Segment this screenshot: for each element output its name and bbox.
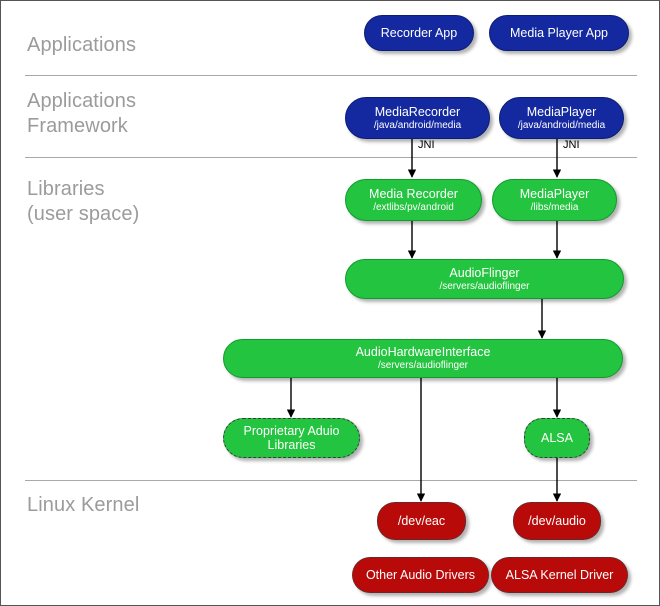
node-title: MediaPlayer: [526, 104, 597, 119]
node-title: Recorder App: [380, 25, 458, 40]
node-dev-eac[interactable]: /dev/eac: [377, 502, 466, 540]
divider-framework: [25, 157, 637, 158]
node-title: Proprietary Aduio Libraries: [243, 424, 340, 452]
node-title: AudioHardwareInterface: [355, 345, 491, 359]
node-title: /dev/eac: [397, 513, 446, 528]
divider-applications: [25, 75, 637, 76]
tier-label-linux-kernel: Linux Kernel: [27, 494, 140, 516]
node-title: ALSA Kernel Driver: [505, 567, 614, 582]
node-subtitle: /java/android/media: [373, 119, 462, 131]
edge-label-jni-left: JNI: [418, 139, 435, 151]
divider-libraries: [25, 480, 637, 481]
node-title: MediaPlayer: [519, 186, 590, 201]
node-alsa[interactable]: ALSA: [524, 418, 590, 458]
node-subtitle: /extlibs/pv/android: [373, 201, 454, 213]
node-audio-flinger[interactable]: AudioFlinger /servers/audioflinger: [345, 259, 624, 299]
node-title: Media Player App: [510, 25, 608, 40]
tier-label-libraries: Libraries (user space): [27, 178, 140, 225]
node-subtitle: /servers/audioflinger: [377, 360, 469, 371]
node-media-recorder-lib[interactable]: Media Recorder /extlibs/pv/android: [345, 179, 482, 221]
node-alsa-kernel-driver[interactable]: ALSA Kernel Driver: [491, 557, 628, 593]
node-media-player-app[interactable]: Media Player App: [489, 15, 629, 51]
node-subtitle: /libs/media: [530, 201, 579, 213]
node-media-player-lib[interactable]: MediaPlayer /libs/media: [492, 179, 617, 221]
node-other-audio-drivers[interactable]: Other Audio Drivers: [352, 557, 489, 593]
node-title: Media Recorder: [369, 186, 458, 201]
node-subtitle: /java/android/media: [517, 119, 606, 131]
tier-label-applications: Applications: [27, 34, 137, 56]
node-title: AudioFlinger: [449, 265, 520, 280]
node-title: /dev/audio: [528, 513, 586, 528]
node-dev-audio[interactable]: /dev/audio: [513, 502, 601, 540]
node-mediarecorder-framework[interactable]: MediaRecorder /java/android/media: [345, 97, 490, 139]
node-proprietary-audio-libraries[interactable]: Proprietary Aduio Libraries: [223, 418, 360, 458]
tier-label-applications-framework: Applications Framework: [27, 90, 137, 137]
node-mediaplayer-framework[interactable]: MediaPlayer /java/android/media: [499, 97, 624, 139]
node-title: MediaRecorder: [374, 104, 461, 119]
node-title: ALSA: [541, 430, 573, 445]
node-audio-hardware-interface[interactable]: AudioHardwareInterface /servers/audiofli…: [223, 339, 623, 378]
node-recorder-app[interactable]: Recorder App: [364, 15, 474, 51]
edge-label-jni-right: JNI: [563, 139, 580, 151]
node-title: Other Audio Drivers: [365, 567, 476, 582]
node-subtitle: /servers/audioflinger: [439, 280, 530, 292]
